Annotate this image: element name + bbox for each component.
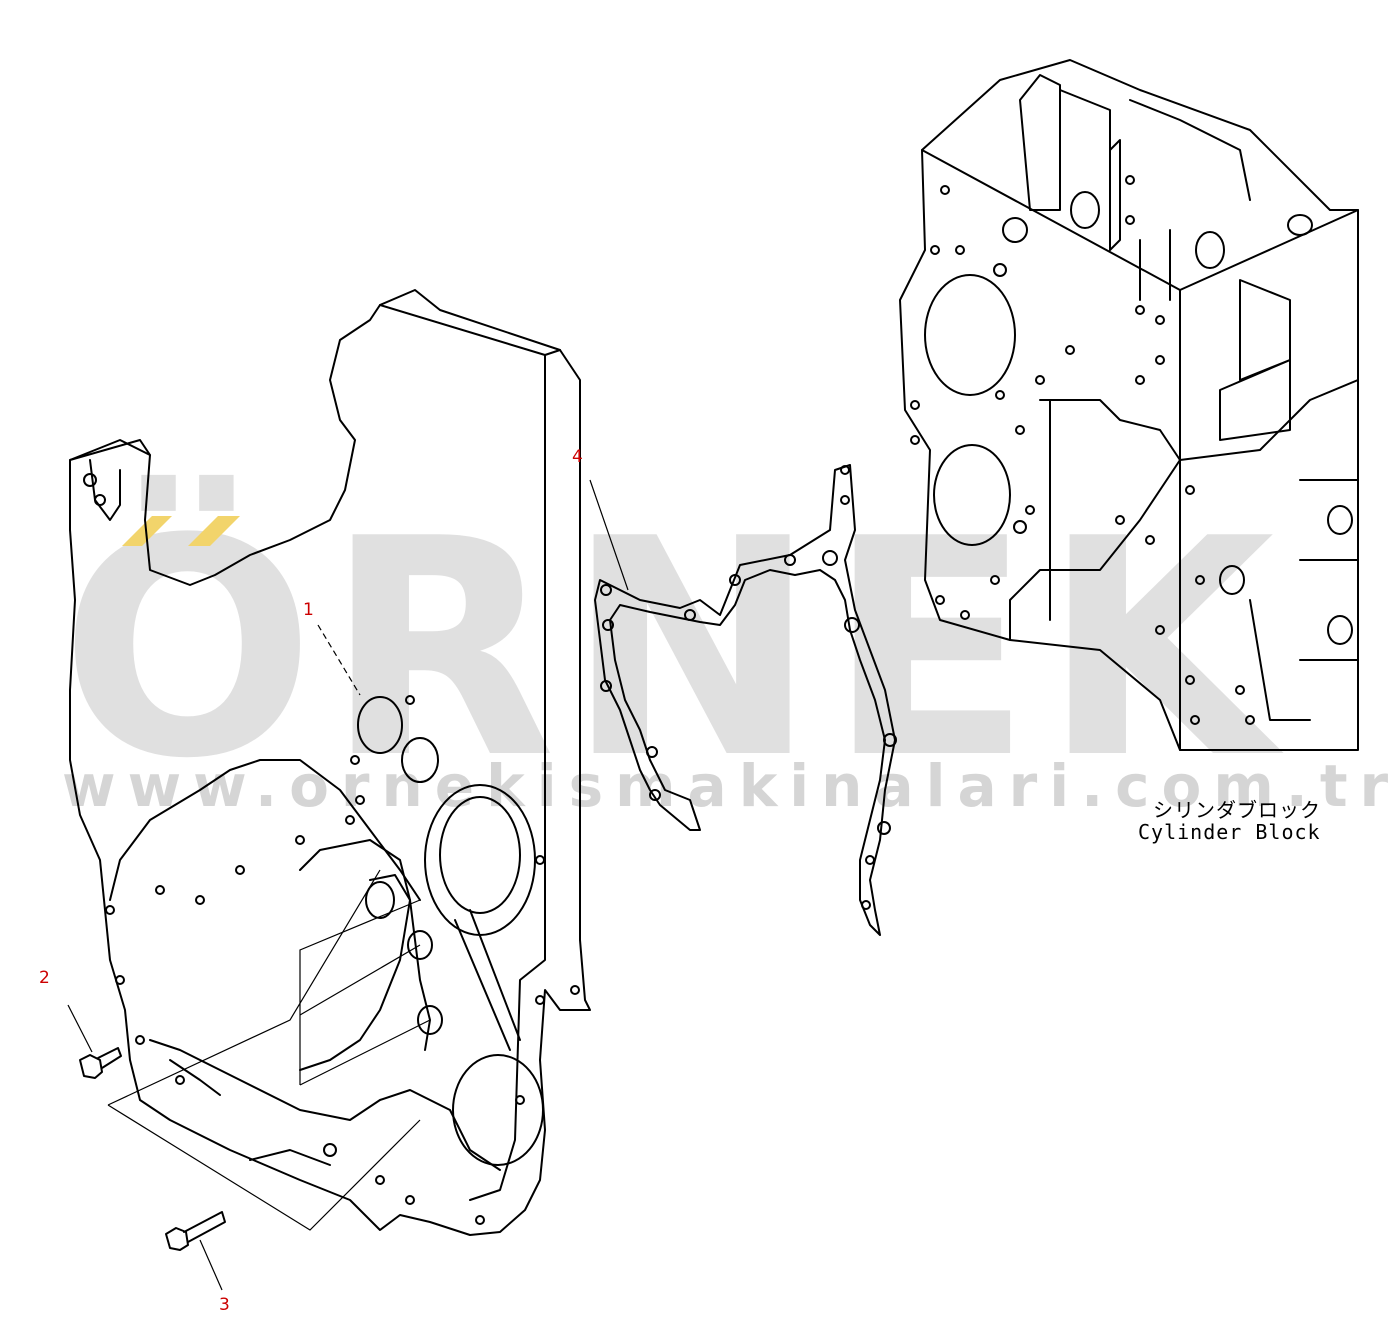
leader-line-4 — [589, 479, 629, 591]
callout-3: 3 — [219, 1295, 230, 1315]
watermark-url: www.ornekismakinalari.com.tr — [62, 752, 1398, 820]
leader-line-1 — [317, 624, 361, 696]
leader-group-3c — [299, 944, 421, 1016]
callout-2: 2 — [39, 968, 50, 988]
leader-group-2 — [107, 1104, 421, 1231]
gasket-part-4-drawing — [594, 464, 897, 936]
leader-group-3 — [299, 899, 421, 1085]
callout-1: 1 — [303, 600, 314, 620]
leader-group-2b — [107, 869, 381, 1106]
bolt-part-2-drawing — [79, 1047, 122, 1079]
callout-4: 4 — [572, 447, 583, 467]
leader-line-3 — [199, 1239, 223, 1291]
bolt-part-3-drawing — [165, 1211, 226, 1251]
leader-line-2 — [67, 1004, 93, 1053]
leader-group-3b — [299, 1019, 431, 1086]
watermark-accent-right — [188, 516, 240, 546]
front-cover-part-1-drawing — [69, 289, 591, 1236]
cylinder-block-drawing — [899, 59, 1359, 751]
cylinder-block-label-en: Cylinder Block — [1138, 820, 1321, 844]
cylinder-block-label-jp: シリンダブロック — [1153, 798, 1321, 822]
